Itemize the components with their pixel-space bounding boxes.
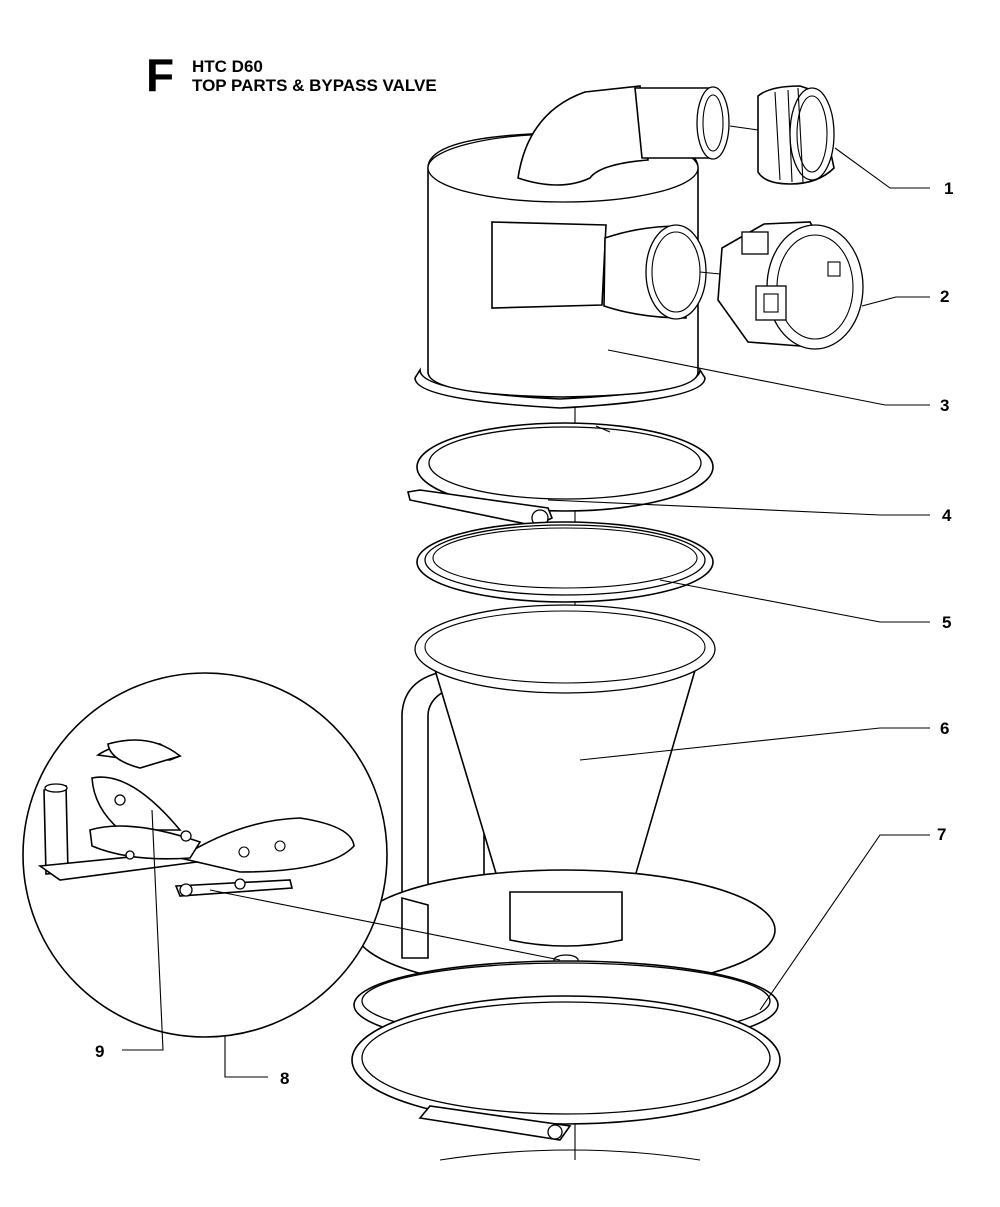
- title-block: HTC D60 TOP PARTS & BYPASS VALVE: [192, 57, 437, 95]
- quick-coupling: [717, 221, 864, 350]
- callout-4: 4: [942, 506, 952, 525]
- model-name: HTC D60: [192, 57, 263, 76]
- bottom-clamp-ring: [351, 995, 781, 1161]
- callout-7: 7: [937, 825, 947, 844]
- hose-adapter: [757, 85, 835, 185]
- section-letter: F: [146, 49, 175, 101]
- callout-2: 2: [940, 287, 950, 306]
- leader-lines: [122, 125, 930, 1078]
- callout-5: 5: [942, 613, 952, 632]
- gasket: [416, 521, 714, 603]
- callout-1: 1: [944, 179, 954, 198]
- callout-6: 6: [940, 719, 950, 738]
- callout-3: 3: [940, 396, 950, 415]
- cyclone-top-housing: [414, 85, 730, 409]
- callout-8: 8: [280, 1069, 290, 1088]
- callout-9: 9: [95, 1042, 105, 1061]
- diagram-title: TOP PARTS & BYPASS VALVE: [192, 76, 437, 95]
- base-plate: [354, 869, 776, 991]
- clamp-ring: [407, 422, 714, 527]
- bypass-valve-detail: [22, 672, 388, 1038]
